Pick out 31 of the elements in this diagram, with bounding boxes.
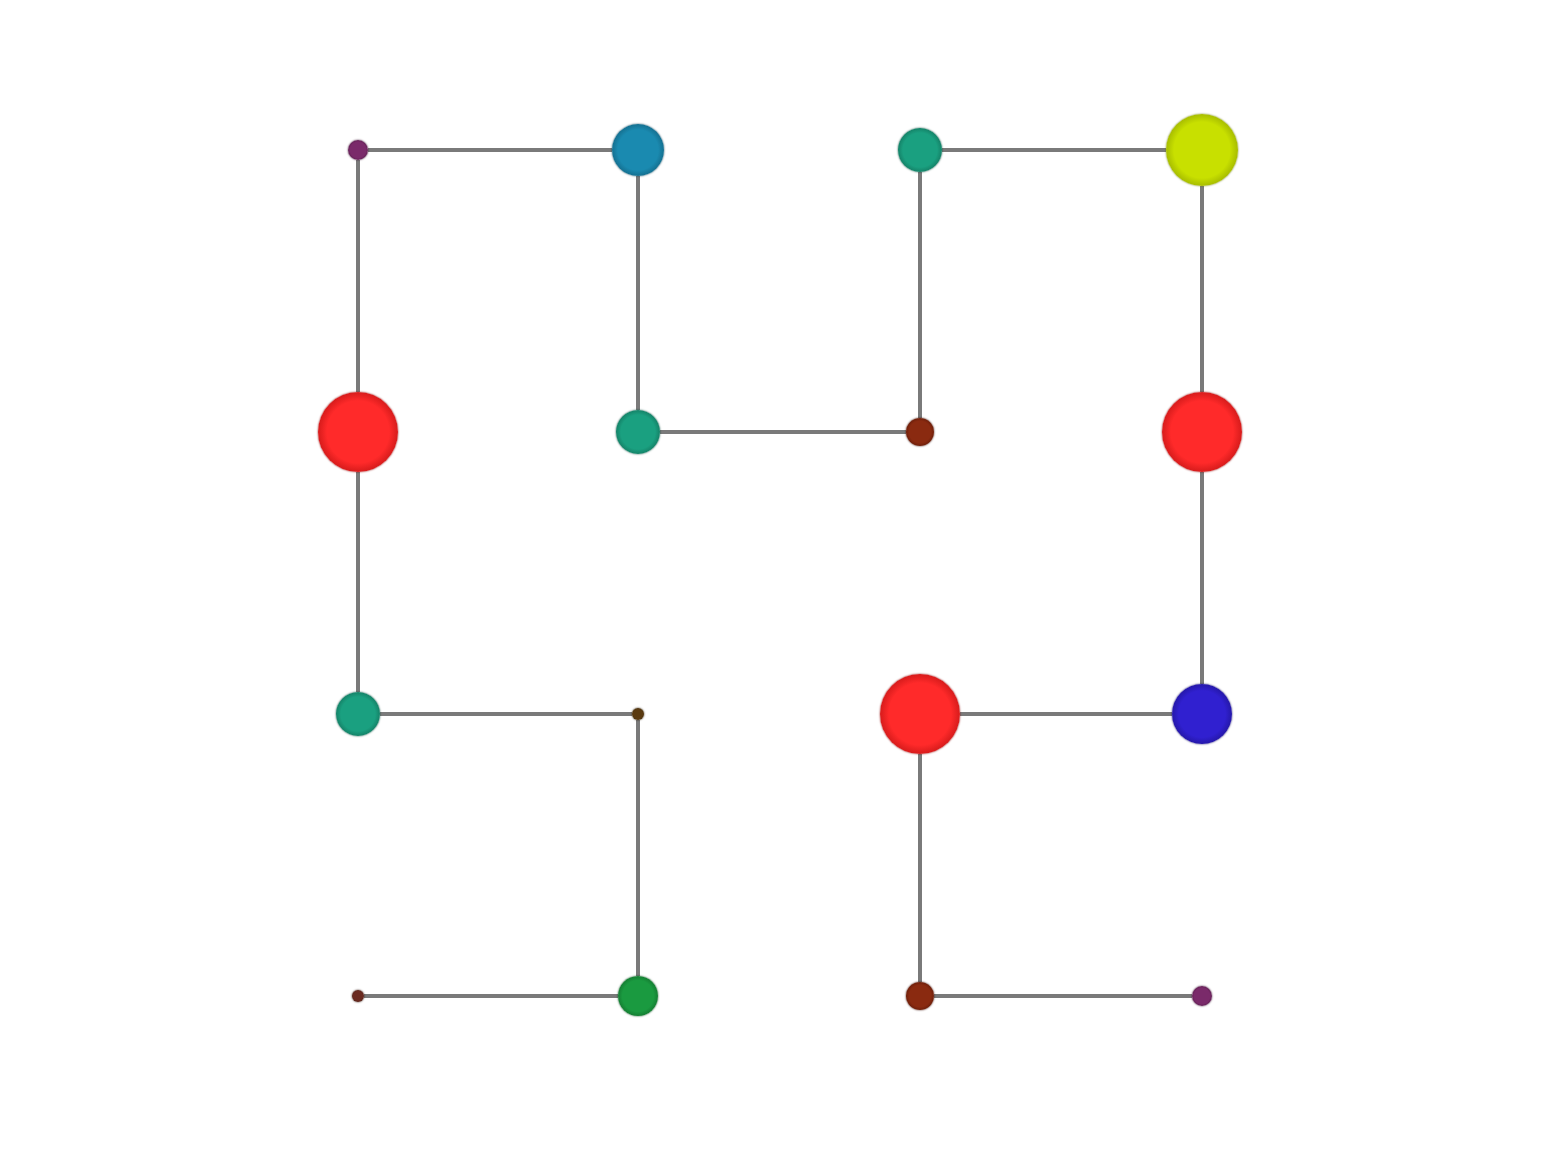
connector-line	[1200, 472, 1204, 684]
sphere	[632, 708, 644, 720]
connector-line	[364, 994, 618, 998]
connector-line	[942, 148, 1166, 152]
connector-line	[636, 720, 640, 976]
connector-line	[1200, 186, 1204, 392]
sphere	[880, 674, 960, 754]
connector-line	[380, 712, 632, 716]
sphere	[898, 128, 942, 172]
connector-line	[960, 712, 1172, 716]
sphere	[318, 392, 398, 472]
sphere	[906, 418, 934, 446]
connector-line	[934, 994, 1192, 998]
sphere	[612, 124, 664, 176]
connector-line	[356, 160, 360, 392]
sphere	[1162, 392, 1242, 472]
sphere	[906, 982, 934, 1010]
connector-line	[660, 430, 906, 434]
sphere	[1166, 114, 1238, 186]
connector-line	[636, 176, 640, 410]
sphere	[336, 692, 380, 736]
connector-line	[918, 172, 922, 418]
connector-line	[368, 148, 612, 152]
sphere	[618, 976, 658, 1016]
sphere	[352, 990, 364, 1002]
sphere	[1192, 986, 1212, 1006]
sphere	[348, 140, 368, 160]
connector-line	[356, 472, 360, 692]
connector-line	[918, 754, 922, 982]
sphere	[1172, 684, 1232, 744]
sphere	[616, 410, 660, 454]
